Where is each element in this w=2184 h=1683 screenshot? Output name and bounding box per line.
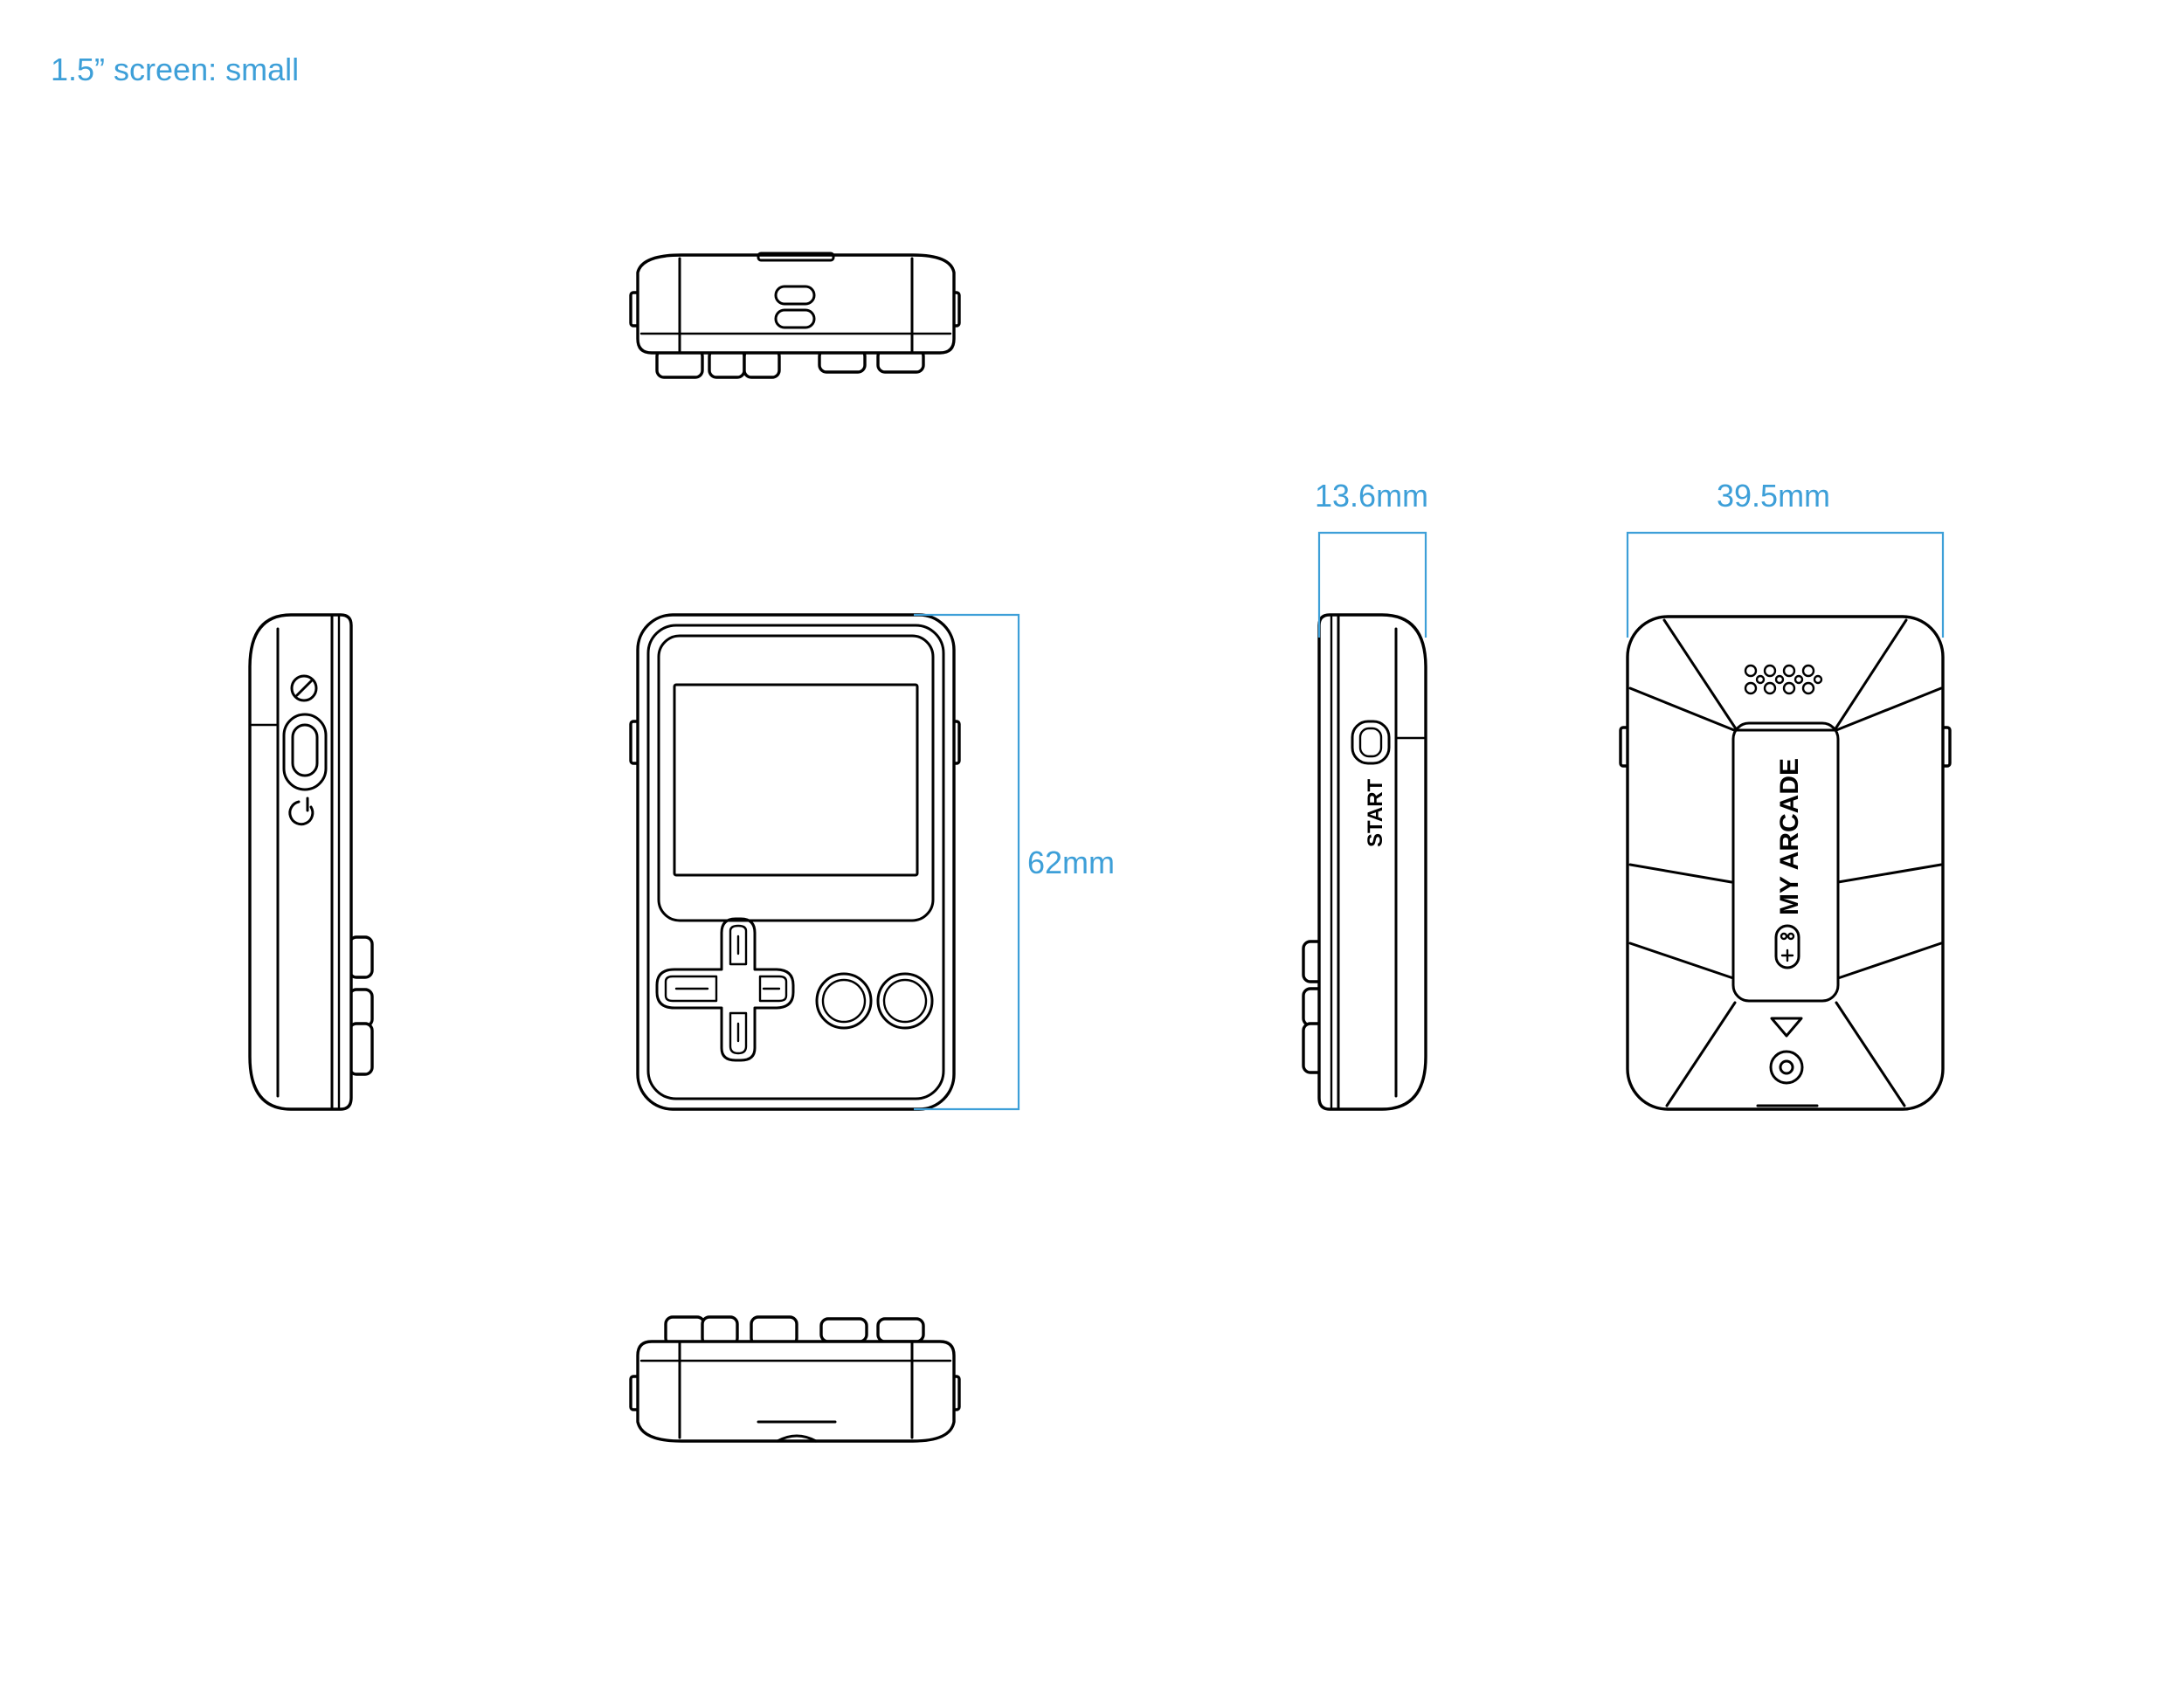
controller-logo-icon [1774,924,1800,969]
front-view: 62mm [629,613,1115,1111]
brand-label-plate [1731,721,1840,1003]
start-button-label: START [1364,778,1387,847]
start-button [1351,720,1391,765]
speaker-grille-icon [1744,664,1823,695]
width-dimension-line [1626,531,1945,638]
height-dimension-label: 62mm [1027,845,1115,880]
brand-label: MY ARCADE [1775,758,1804,915]
depth-dimension-line [1317,531,1427,638]
width-dimension-label: 39.5mm [1717,478,1830,514]
power-slide-switch [282,713,328,791]
lock-icon [290,674,318,702]
back-view: MY ARCADE 39.5mm [1619,478,1952,1111]
top-view-shoulder-button-icon [774,285,816,329]
top-view [629,252,961,379]
height-dimension-line [914,613,1020,1111]
page-title: 1.5” screen: small [51,52,299,87]
action-button-b [876,972,934,1030]
action-button-a [815,972,873,1030]
left-side-view [248,613,374,1111]
triangle-marker-icon [1770,1017,1803,1038]
bottom-view [629,1315,961,1443]
reset-hole-icon [1769,1050,1804,1085]
depth-dimension-label: 13.6mm [1315,478,1428,514]
d-pad [655,917,795,1062]
power-icon [288,797,314,826]
lcd-screen [673,683,919,877]
right-side-view: START 13.6mm [1302,478,1428,1111]
